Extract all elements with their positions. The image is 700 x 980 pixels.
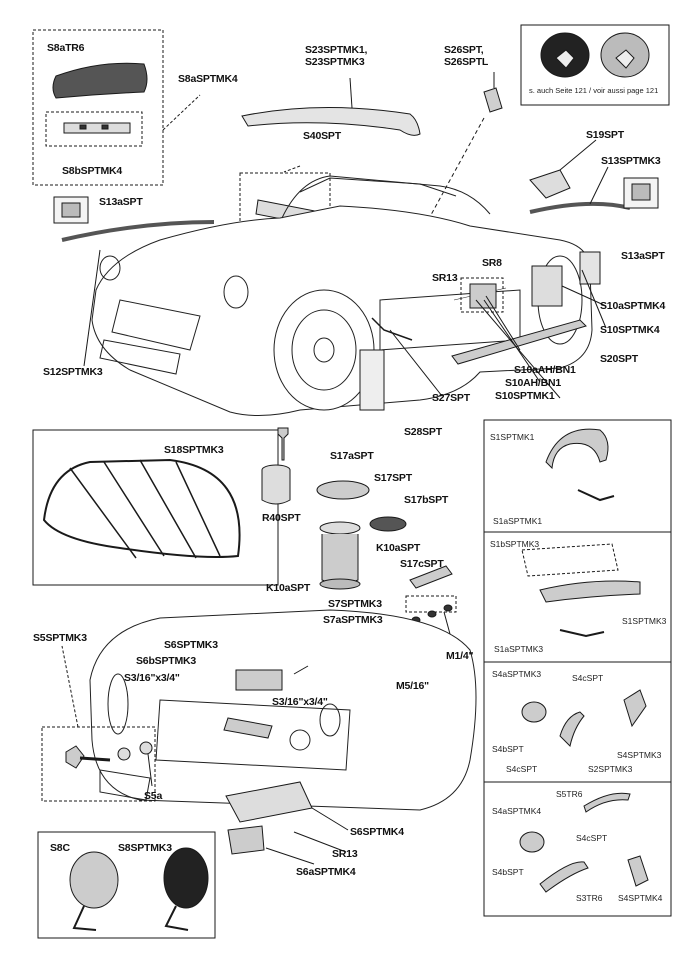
label-s4bspt-mk4: S4bSPT [492,867,524,877]
label-k10aspt-2: K10aSPT [266,582,311,594]
label-s28spt: S28SPT [404,426,442,438]
label-s4bspt-mk3: S4bSPT [492,744,524,754]
label-s8atr6: S8aTR6 [47,42,85,54]
fuel-cap-s17spt [316,480,370,500]
label-s13sptmk3: S13SPTMK3 [601,155,661,167]
knob-inset-box [520,24,670,106]
label-s8asptmk4: S8aSPTMK4 [178,73,238,85]
label-r40spt: R40SPT [262,512,301,524]
label-s8c: S8C [50,842,70,854]
seal-s17bspt [369,516,407,532]
label-s316-left: S3/16"x3/4" [124,672,180,684]
filler-tube-k10aspt [321,534,359,585]
sill-plate-s20 [451,319,587,365]
label-s6sptmk3: S6SPTMK3 [164,639,218,651]
label-s1sptmk1: S1SPTMK1 [490,432,535,442]
label-s7asptmk3: S7aSPTMK3 [323,614,383,626]
label-s4cspt-b: S4cSPT [506,764,538,774]
label-s26-line2: S26SPTL [444,56,489,68]
mirror-box [32,29,164,186]
label-s10sptmk4: S10SPTMK4 [600,324,660,336]
label-m14: M1/4" [446,650,474,662]
rear-mirror-s8atr6 [52,62,148,99]
wing-mirror-box [37,831,216,939]
car-front-view [91,175,593,417]
label-s1asptmk3: S1aSPTMK3 [494,644,544,654]
label-s4cspt-mk4: S4cSPT [576,833,608,843]
panel-winders-mk4 [483,781,672,917]
label-sr13-top: SR13 [432,272,458,284]
label-s13aspt-left: S13aSPT [99,196,143,208]
label-s23-line1: S23SPTMK1, [305,44,368,56]
label-s17spt: S17SPT [374,472,412,484]
label-s6bsptmk3: S6bSPTMK3 [136,655,197,667]
car-rear-view [89,609,477,811]
luggage-rack-s18 [42,458,241,558]
bracket-s6asptmk4 [227,825,265,855]
label-s20spt: S20SPT [600,353,638,365]
windscreen-rail-s23 [241,107,421,136]
label-s26-line1: S26SPT, [444,44,484,56]
label-s40spt: S40SPT [303,130,341,142]
label-s10aah: S10aAH/BN1 [514,364,576,376]
label-s6asptmk4: S6aSPTMK4 [296,866,356,878]
label-s27spt: S27SPT [432,392,470,404]
boot-catch-s6 [235,669,283,691]
label-m516: M5/16" [396,680,429,692]
bracket-s19 [529,169,571,199]
label-s10asptmk4: S10aSPTMK4 [600,300,666,312]
label-s8sptmk3: S8SPTMK3 [118,842,172,854]
label-sr13-bottom: SR13 [332,848,358,860]
label-s6sptmk4: S6SPTMK4 [350,826,404,838]
filler-neck-s17aspt [261,470,291,505]
luggage-rack-box [32,429,279,586]
label-s4asptmk4: S4aSPTMK4 [492,806,542,816]
label-s1asptmk1: S1aSPTMK1 [493,516,543,526]
label-s18sptmk3: S18SPTMK3 [164,444,224,456]
label-s5tr6: S5TR6 [556,789,583,799]
label-s4cspt-a: S4cSPT [572,673,604,683]
label-s1bsptmk3: S1bSPTMK3 [490,539,540,549]
label-s12sptmk3: S12SPTMK3 [43,366,103,378]
mirror-bracket-s8bsptmk4 [63,122,131,134]
label-s5sptmk3: S5SPTMK3 [33,632,87,644]
label-s4sptmk3: S4SPTMK3 [617,750,662,760]
label-s23-line2: S23SPTMK3 [305,56,365,68]
knob-s26 [483,87,503,113]
label-s17cspt: S17cSPT [400,558,444,570]
label-s1sptmk3: S1SPTMK3 [622,616,667,626]
label-s8bsptmk4: S8bSPTMK4 [62,165,123,177]
label-s316-right: S3/16"x3/4" [272,696,328,708]
label-s4sptmk4: S4SPTMK4 [618,893,663,903]
wing-mirror-s8sptmk3 [163,847,209,909]
label-s10ah: S10AH/BN1 [505,377,561,389]
label-s2sptmk3: S2SPTMK3 [588,764,633,774]
label-s13aspt-right: S13aSPT [621,250,665,262]
striker-s10asptmk4 [531,265,563,307]
label-s5a: S5a [144,790,163,802]
inset-note: s. auch Seite 121 / voir aussi page 121 [529,86,659,95]
label-s17aspt: S17aSPT [330,450,374,462]
wing-mirror-s8c [69,851,119,909]
label-s3tr6: S3TR6 [576,893,603,903]
label-s7sptmk3: S7SPTMK3 [328,598,382,610]
label-s10sptmk1: S10SPTMK1 [495,390,555,402]
label-s4asptmk3: S4aSPTMK3 [492,669,542,679]
label-s17bspt: S17bSPT [404,494,449,506]
label-sr8: SR8 [482,257,502,269]
label-k10aspt-1: K10aSPT [376,542,421,554]
label-s19spt: S19SPT [586,129,624,141]
